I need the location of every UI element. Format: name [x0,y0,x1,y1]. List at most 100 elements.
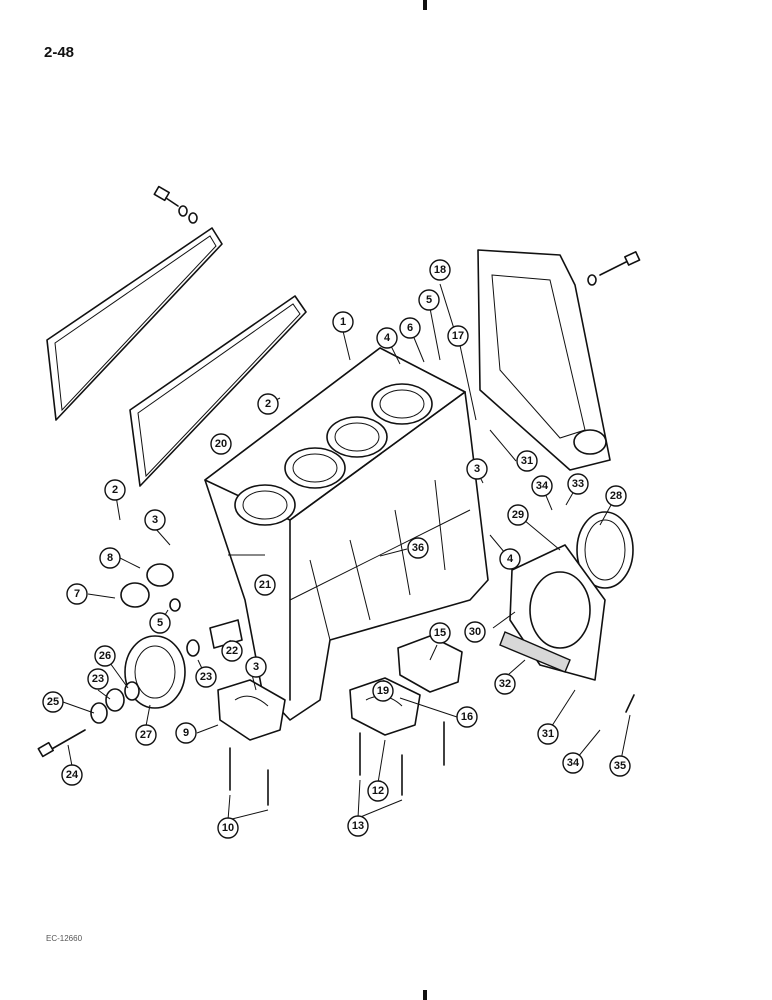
svg-text:3: 3 [474,463,480,475]
svg-text:22: 22 [226,645,238,657]
callout-27: 27 [135,724,157,746]
cover-bolt-group [153,185,198,224]
callout-31a: 31 [516,450,538,472]
svg-text:5: 5 [426,294,432,306]
figure-code: EC-12660 [46,934,83,943]
svg-text:13: 13 [352,820,364,832]
svg-text:19: 19 [377,685,389,697]
svg-text:35: 35 [614,760,626,772]
registration-mark-bottom [423,990,427,1000]
svg-text:31: 31 [521,455,533,467]
svg-text:27: 27 [140,729,152,741]
callout-8: 8 [99,547,121,569]
callout-3a: 3 [144,509,166,531]
callout-18: 18 [429,259,451,281]
callout-26: 26 [94,645,116,667]
callout-24: 24 [61,764,83,786]
callout-7: 7 [66,583,88,605]
svg-text:31: 31 [542,728,554,740]
callout-29: 29 [507,504,529,526]
callout-34b: 34 [562,752,584,774]
callout-9: 9 [175,722,197,744]
callout-1: 1 [332,311,354,333]
callout-4a: 4 [376,327,398,349]
svg-text:34: 34 [536,480,549,492]
svg-text:17: 17 [452,330,464,342]
svg-text:25: 25 [47,696,59,708]
callout-33: 33 [567,473,589,495]
svg-text:36: 36 [412,542,424,554]
svg-text:33: 33 [572,478,584,490]
registration-mark-top [423,0,427,10]
svg-text:28: 28 [610,490,622,502]
svg-text:4: 4 [507,553,514,565]
svg-text:34: 34 [567,757,580,769]
rear-adapter-housing [477,249,611,471]
svg-text:16: 16 [461,711,473,723]
callout-30: 30 [464,621,486,643]
callout-17: 17 [447,325,469,347]
callout-15: 15 [429,622,451,644]
svg-text:32: 32 [499,678,511,690]
callout-35: 35 [609,755,631,777]
cylinder-block [204,347,489,721]
callout-25: 25 [42,691,64,713]
side-cover-gasket [129,295,307,487]
page-number: 2-48 [44,44,75,61]
callout-20: 20 [210,433,232,455]
callout-6: 6 [399,317,421,339]
svg-text:10: 10 [222,822,234,834]
svg-text:1: 1 [340,316,346,328]
rear-housing-bolt [587,251,641,286]
callout-5a: 5 [418,289,440,311]
callout-31b: 31 [537,723,559,745]
callout-2b: 2 [104,479,126,501]
svg-text:15: 15 [434,627,446,639]
callout-16: 16 [456,706,478,728]
callout-5b: 5 [149,612,171,634]
svg-text:3: 3 [152,514,158,526]
svg-text:24: 24 [66,769,79,781]
svg-text:2: 2 [265,398,271,410]
callout-12: 12 [367,780,389,802]
callout-19: 19 [372,680,394,702]
svg-text:26: 26 [99,650,111,662]
svg-text:6: 6 [407,322,413,334]
callout-32: 32 [494,673,516,695]
callout-21: 21 [254,574,276,596]
svg-text:23: 23 [200,671,212,683]
svg-text:7: 7 [74,588,80,600]
svg-text:23: 23 [92,673,104,685]
callout-23a: 23 [195,666,217,688]
callout-10: 10 [217,817,239,839]
svg-text:18: 18 [434,264,446,276]
callout-36: 36 [407,537,429,559]
callout-23b: 23 [87,668,109,690]
svg-text:21: 21 [259,579,271,591]
upper-side-cover [46,227,223,421]
svg-text:8: 8 [107,552,113,564]
callout-28: 28 [605,485,627,507]
callout-3c: 3 [245,656,267,678]
idler-gear [37,635,186,758]
seal-housing-gasket [499,631,571,673]
svg-text:12: 12 [372,785,384,797]
callout-13: 13 [347,815,369,837]
svg-text:5: 5 [157,617,163,629]
svg-text:9: 9 [183,727,189,739]
main-bearing-cap-rear [397,635,463,693]
svg-text:3: 3 [253,661,259,673]
callout-3b: 3 [466,458,488,480]
callout-34a: 34 [531,475,553,497]
bearing-cap-bolts [229,694,635,806]
callout-22: 22 [221,640,243,662]
svg-text:4: 4 [384,332,391,344]
svg-text:20: 20 [215,438,227,450]
svg-text:29: 29 [512,509,524,521]
main-bearing-cap-front [217,679,286,741]
callout-2a: 2 [257,393,279,415]
svg-text:2: 2 [112,484,118,496]
rear-seal-ring [576,511,634,589]
callout-4b: 4 [499,548,521,570]
